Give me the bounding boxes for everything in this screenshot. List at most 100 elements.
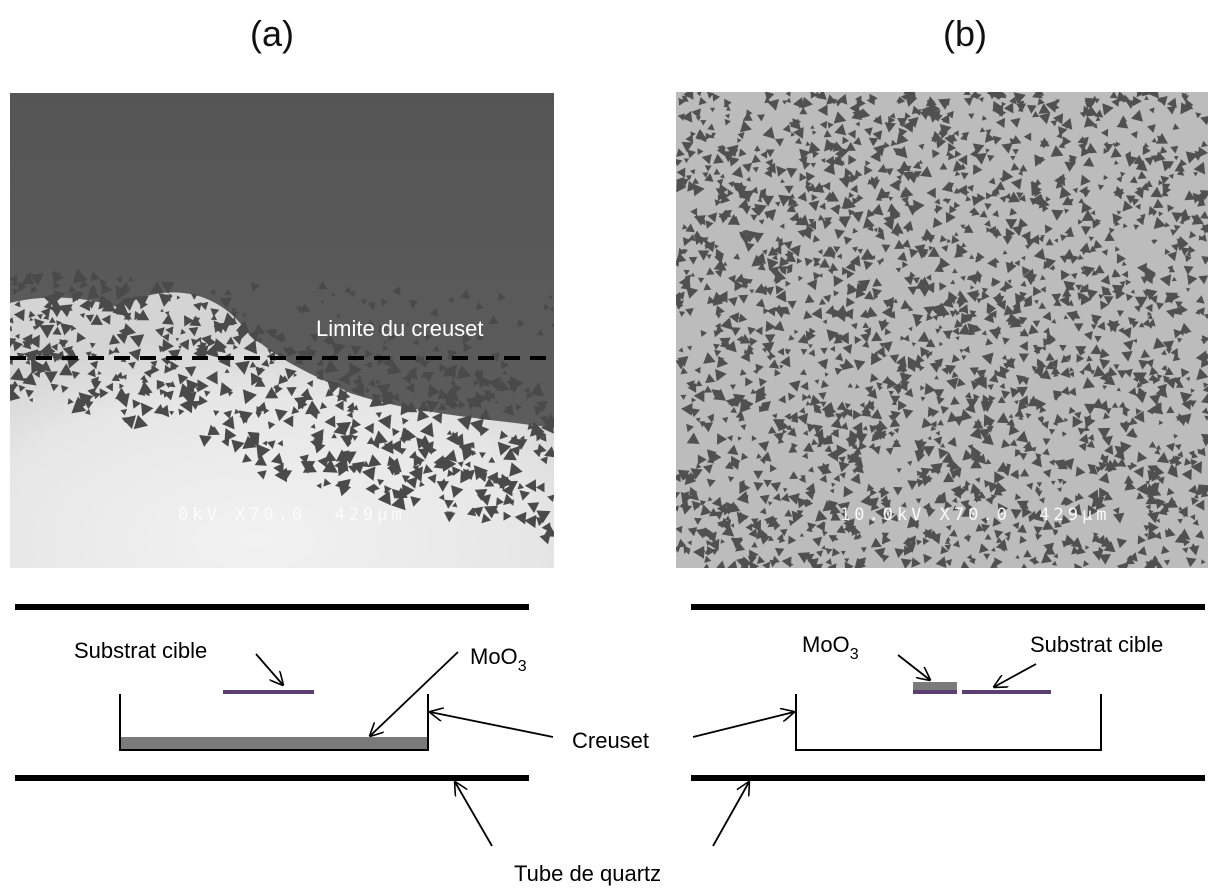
sem-flake [740,398,749,407]
sem-flake [824,445,833,453]
sem-flake [742,162,753,173]
sem-flake [681,141,694,153]
sem-flake [957,290,964,296]
sem-flake [141,376,149,383]
sem-flake [907,286,918,296]
sem-flake [1195,112,1202,119]
sem-flake [845,261,856,272]
sem-flake [706,540,712,546]
sem-flake [1010,162,1020,171]
sem-flake [43,300,53,310]
sem-flake [179,398,194,414]
sem-flake [766,519,771,525]
sem-flake [979,127,986,133]
sem-flake [122,415,136,429]
sem-flake [952,160,965,172]
sem-flake [888,511,895,518]
sem-flake [732,182,742,192]
sem-flake [852,197,860,205]
sem-flake [515,403,522,411]
sem-flake [13,309,25,322]
sem-flake [873,227,878,233]
sem-flake [547,494,554,502]
sem-flake [805,330,816,342]
sem-flake [1018,395,1029,406]
sem-flake [995,181,1006,191]
sem-flake [86,300,96,309]
sem-flake [689,490,699,501]
sem-flake [916,478,926,488]
sem-flake [256,405,264,415]
sem-flake [1118,401,1126,409]
sem-flake [1081,209,1095,221]
sem-flake [932,314,939,321]
sem-flake [1155,518,1160,523]
moo3-label-a-main: MoO [470,644,518,669]
sem-flake [519,435,525,441]
sem-flake [893,428,899,434]
sem-flake [350,382,365,397]
sem-flake [479,452,486,459]
sem-flake [1060,514,1071,525]
sem-flake [1128,317,1137,325]
sem-flake [855,384,860,389]
sem-flake [992,517,1002,527]
sem-flake [733,253,740,260]
sem-flake [994,369,1000,376]
sem-flake [717,433,728,445]
sem-flake [168,349,181,361]
sem-flake [941,366,950,375]
sem-flake [778,240,785,248]
sem-flake [784,349,791,355]
sem-flake [1040,140,1049,149]
sem-flake [1091,314,1102,325]
sem-flake [308,350,317,358]
sem-flake [116,332,129,344]
sem-flake [1008,191,1021,203]
sem-flake [49,316,56,323]
sem-flake [39,324,55,339]
sem-flake [1048,428,1056,435]
sem-flake [1018,194,1026,202]
sem-flake [1171,212,1183,223]
sem-flake [692,177,700,184]
sem-flake [917,331,930,343]
sem-flake [1116,458,1127,467]
sem-flake [1050,480,1056,486]
sem-flake [853,136,862,146]
sem-flake [1039,405,1047,414]
sem-flake [1195,309,1201,315]
sem-flake [1191,213,1204,225]
sem-flake [1145,180,1153,188]
sem-flake [482,379,490,388]
sem-flake [426,400,440,413]
sem-flake [946,110,954,119]
sem-flake [1150,402,1162,415]
sem-flake [1104,232,1115,242]
sem-flake [475,369,481,375]
sem-flake [772,254,778,261]
sem-flake [415,459,424,467]
sem-flake [793,127,804,139]
sem-flake [539,511,547,519]
sem-flake [903,537,912,546]
sem-flake [723,102,730,108]
sem-flake [1062,136,1072,147]
sem-flake [1094,335,1102,343]
sem-flake [1178,506,1183,511]
sem-flake [984,203,992,210]
sem-flake [836,253,842,260]
sem-flake [821,402,832,414]
sem-flake [1060,367,1071,378]
sem-flake [1034,154,1046,167]
sem-flake [953,490,962,499]
sem-flake [1033,248,1046,261]
sem-flake [960,275,966,281]
sem-flake [963,345,970,354]
sem-flake [945,334,951,339]
sem-flake [847,525,857,535]
sem-flake [331,342,346,356]
sem-flake [714,244,719,249]
sem-flake [966,398,978,410]
sem-flake [893,148,902,156]
